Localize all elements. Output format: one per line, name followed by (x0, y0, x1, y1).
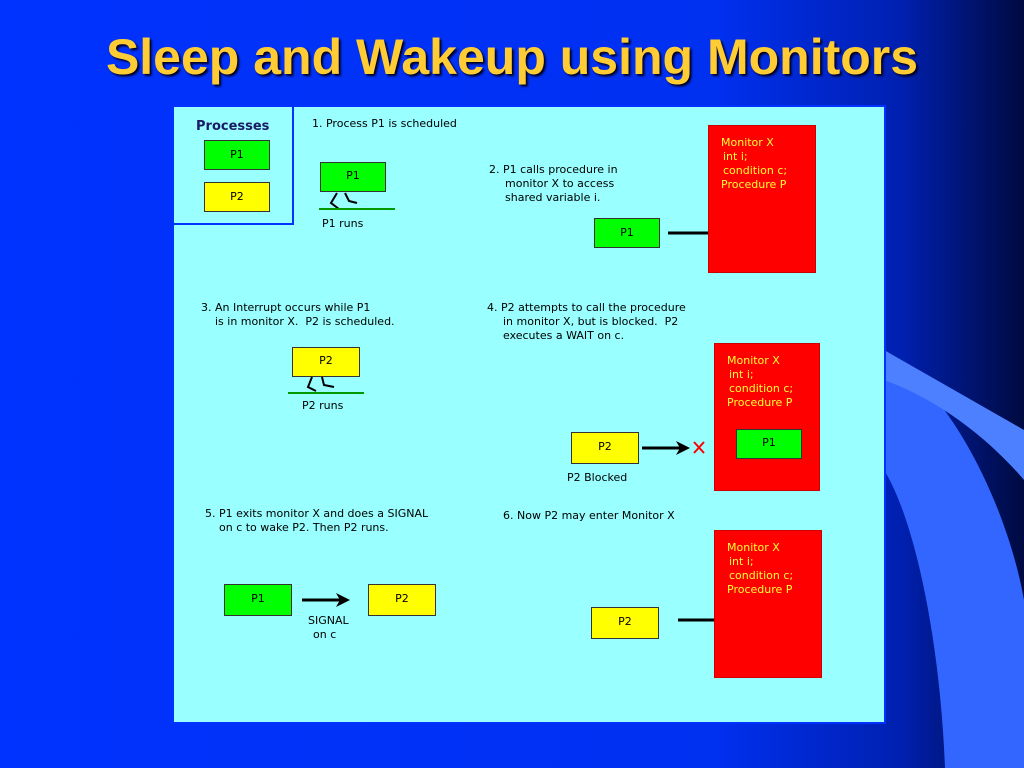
step3-text-line1: 3. An Interrupt occurs while P1 (201, 301, 371, 314)
step4-text-line3: executes a WAIT on c. (503, 329, 625, 342)
step5-text-line1: 5. P1 exits monitor X and does a SIGNAL (205, 507, 429, 520)
step4-p2-box: P2 (571, 432, 639, 464)
monitor-line1: Monitor X (727, 541, 780, 554)
step5-text-line2: on c to wake P2. Then P2 runs. (219, 521, 389, 534)
step6-monitor-box: Monitor X int i; condition c; Procedure … (714, 530, 822, 678)
step6-text: 6. Now P2 may enter Monitor X (503, 509, 675, 522)
step1-text: 1. Process P1 is scheduled (312, 117, 457, 130)
monitor-line3: condition c; (729, 569, 794, 582)
step2-p1-box: P1 (594, 218, 660, 248)
step5-signal-label-2: on c (313, 628, 337, 641)
monitor-line4: Procedure P (721, 178, 787, 191)
step4-blocked-arrow-icon (642, 441, 705, 455)
step5-p2-box: P2 (368, 584, 436, 616)
step3-caption: P2 runs (302, 399, 344, 412)
monitor-line4: Procedure P (727, 396, 793, 409)
diagram-panel: Processes P1 P2 1. Process P1 is schedul… (172, 105, 886, 724)
processes-legend: Processes P1 P2 (174, 107, 294, 225)
step2-text-line1: 2. P1 calls procedure in (489, 163, 618, 176)
step5-signal-label: SIGNAL (308, 614, 349, 627)
step2-text-line2: monitor X to access (505, 177, 615, 190)
monitor-line1: Monitor X (727, 354, 780, 367)
step6-p2-box: P2 (591, 607, 659, 639)
legend-title: Processes (196, 119, 270, 134)
legend-p2-box: P2 (204, 182, 270, 212)
step4-text-line1: 4. P2 attempts to call the procedure (487, 301, 686, 314)
step2-monitor-box: Monitor X int i; condition c; Procedure … (708, 125, 816, 273)
step5-signal-arrow-icon (302, 593, 350, 607)
step4-text-line2: in monitor X, but is blocked. P2 (503, 315, 679, 328)
step2-text-line3: shared variable i. (505, 191, 601, 204)
monitor-line2: int i; (723, 150, 748, 163)
monitor-line2: int i; (729, 368, 754, 381)
step1-running-legs-icon (319, 192, 395, 210)
step1-p1-box: P1 (320, 162, 386, 192)
monitor-line3: condition c; (729, 382, 794, 395)
step4-p1-inside-box: P1 (736, 429, 802, 459)
step5-p1-box: P1 (224, 584, 292, 616)
monitor-line4: Procedure P (727, 583, 793, 596)
step1-caption: P1 runs (322, 217, 364, 230)
monitor-line1: Monitor X (721, 136, 774, 149)
monitor-line2: int i; (729, 555, 754, 568)
step4-monitor-box: Monitor X int i; condition c; Procedure … (714, 343, 820, 491)
step3-text-line2: is in monitor X. P2 is scheduled. (215, 315, 395, 328)
slide-title: Sleep and Wakeup using Monitors (105, 29, 919, 85)
legend-p1-box: P1 (204, 140, 270, 170)
monitor-line3: condition c; (723, 164, 788, 177)
step4-caption: P2 Blocked (567, 471, 628, 484)
step3-p2-box: P2 (292, 347, 360, 377)
step3-running-legs-icon (288, 376, 364, 394)
